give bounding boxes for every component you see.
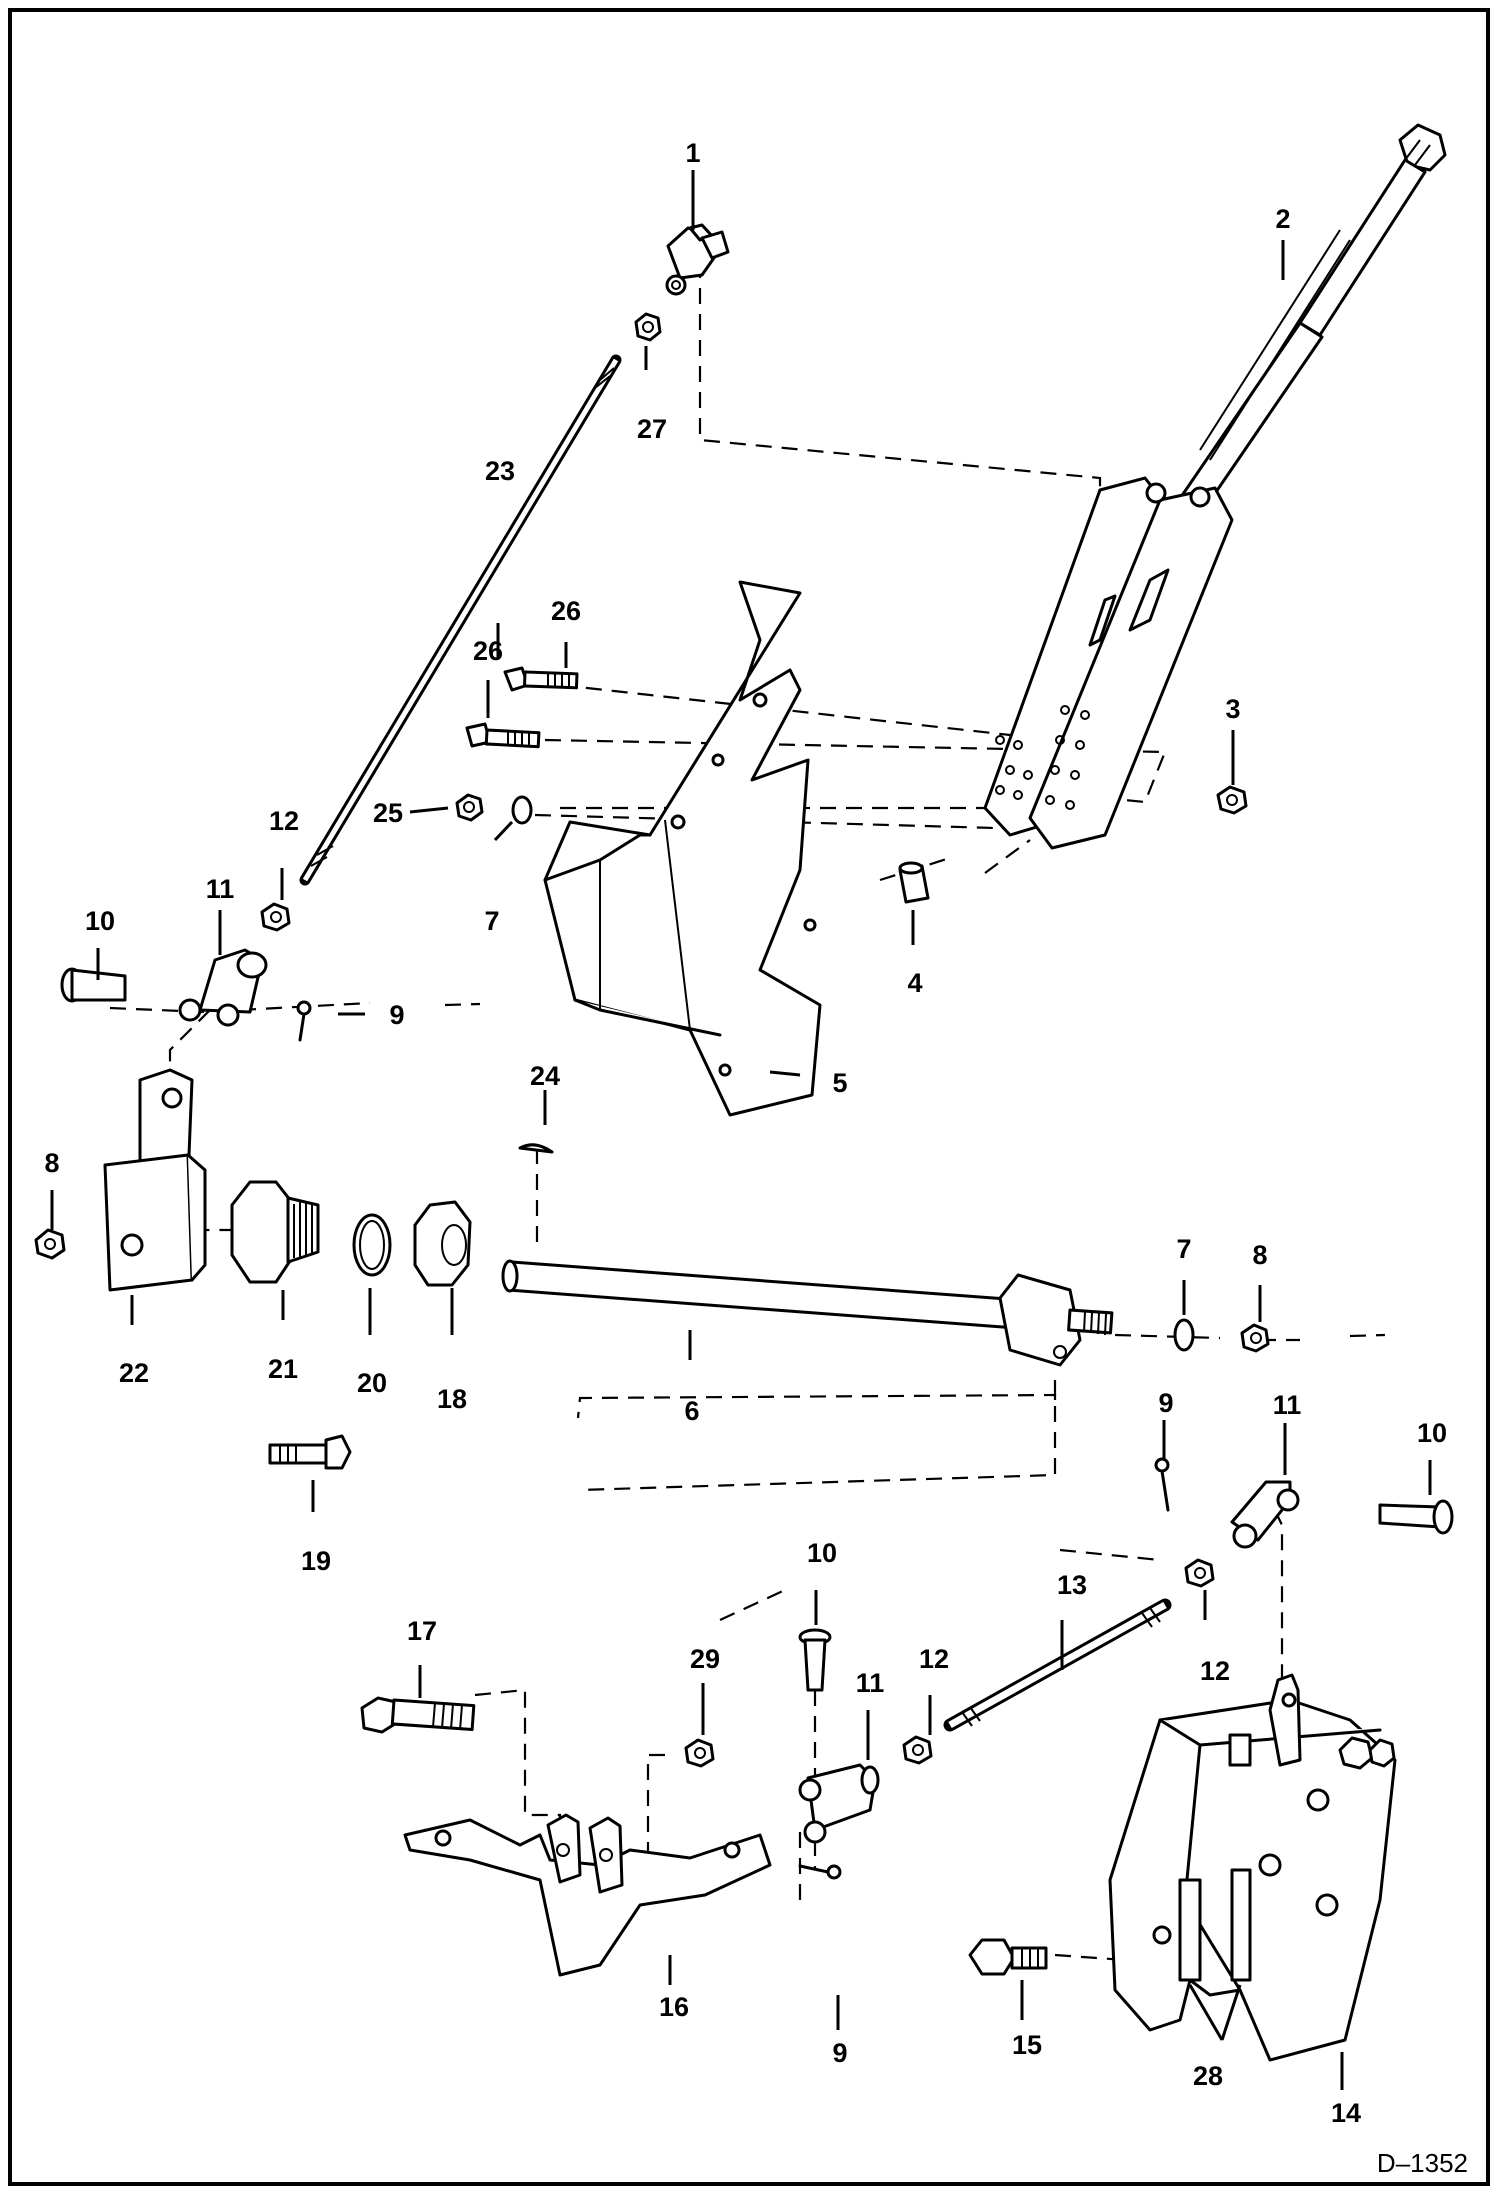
part-4-spacer (898, 861, 930, 904)
callout-11-upper: 11 (206, 874, 235, 904)
part-6-shaft (501, 1259, 1114, 1367)
callout-9-upper: 9 (389, 1000, 404, 1030)
part-7-washer-right (1173, 1318, 1195, 1352)
callout-7-upper: 7 (484, 906, 499, 936)
callout-29: 29 (690, 1644, 720, 1674)
part-2-lever (1153, 123, 1447, 567)
part-29-nut (684, 1738, 715, 1768)
callout-labels: 1 2 27 23 26 26 3 25 12 11 7 10 4 9 24 5… (44, 138, 1447, 2128)
callout-12-middle: 12 (919, 1644, 949, 1674)
callout-10-upper: 10 (85, 906, 115, 936)
part-14-valve-body (1108, 1673, 1397, 2062)
callout-16: 16 (659, 1992, 689, 2022)
callout-20: 20 (357, 1368, 387, 1398)
part-7-washer-upper (511, 795, 533, 825)
drawing-reference: D–1352 (1377, 2148, 1468, 2178)
callout-7-right: 7 (1176, 1234, 1191, 1264)
part-12-nut-upper (260, 902, 291, 932)
callout-3: 3 (1225, 694, 1240, 724)
callout-25: 25 (373, 798, 403, 828)
part-12-nut-right (1184, 1558, 1215, 1588)
part-10-pin-right (1378, 1499, 1454, 1535)
callout-1: 1 (685, 138, 700, 168)
callout-8-left: 8 (44, 1148, 59, 1178)
callout-12-right: 12 (1200, 1656, 1230, 1686)
callout-15: 15 (1012, 2030, 1042, 2060)
part-20-o-ring (352, 1213, 392, 1277)
part-13-rod (943, 1598, 1172, 1732)
callout-leaders (50, 170, 1432, 2090)
part-8-nut-right (1240, 1323, 1270, 1353)
part-9-cotter-right (1154, 1457, 1170, 1512)
part-11-clevis-middle (798, 1763, 880, 1844)
callout-10-middle: 10 (807, 1538, 837, 1568)
part-26-bolt-lower (465, 722, 541, 749)
part-25-nut (455, 793, 484, 822)
callout-28: 28 (1193, 2061, 1223, 2091)
diagram-border (8, 8, 1490, 2186)
callout-8-right: 8 (1252, 1240, 1267, 1270)
part-19-bolt (268, 1434, 352, 1470)
part-23-rod (299, 354, 622, 886)
part-10-pin-middle (798, 1628, 832, 1692)
part-11-clevis-right (1230, 1480, 1300, 1549)
part-28-grouping-lines (1188, 1984, 1242, 2041)
part-21-bushing (230, 1180, 320, 1284)
part-27-nut (634, 312, 662, 342)
callout-22: 22 (119, 1358, 149, 1388)
callout-11-right: 11 (1273, 1390, 1302, 1420)
part-2-bracket-plates (983, 476, 1234, 850)
part-3-nut (1216, 785, 1248, 815)
callout-17: 17 (407, 1616, 437, 1646)
part-9-cotter-upper (296, 1000, 312, 1042)
callout-19: 19 (301, 1546, 331, 1576)
callout-2: 2 (1275, 204, 1290, 234)
callout-12-upper: 12 (269, 806, 299, 836)
callout-6: 6 (684, 1396, 699, 1426)
callout-4: 4 (907, 968, 922, 998)
part-26-bolt-upper (503, 666, 579, 692)
part-9-cotter-bottom (798, 1864, 842, 1880)
callout-9-bottom: 9 (832, 2038, 847, 2068)
part-15-bolt (968, 1938, 1048, 1976)
callout-10-right: 10 (1417, 1418, 1447, 1448)
part-24-key (518, 1143, 554, 1154)
part-1-clevis (665, 223, 730, 296)
callout-13: 13 (1057, 1570, 1087, 1600)
callout-24: 24 (530, 1061, 560, 1091)
callout-9-right: 9 (1158, 1388, 1173, 1418)
part-11-clevis-upper (178, 948, 268, 1027)
part-22-lever-arm (103, 1068, 207, 1292)
callout-23: 23 (485, 456, 515, 486)
callout-21: 21 (268, 1354, 298, 1384)
callout-11-middle: 11 (856, 1668, 885, 1698)
part-16-base-bracket (403, 1813, 772, 1977)
part-18-nut (413, 1200, 472, 1287)
part-10-pin-upper (60, 967, 127, 1003)
callout-5: 5 (832, 1068, 847, 1098)
part-12-nut-middle (902, 1735, 933, 1765)
callout-26-upper: 26 (551, 596, 581, 626)
part-5-channel-bracket (543, 580, 822, 1117)
callout-27: 27 (637, 414, 667, 444)
part-8-nut-left (34, 1228, 66, 1260)
callout-14: 14 (1331, 2098, 1361, 2128)
callout-26-lower: 26 (473, 636, 503, 666)
callout-18: 18 (437, 1384, 467, 1414)
part-17-bolt (360, 1696, 476, 1734)
